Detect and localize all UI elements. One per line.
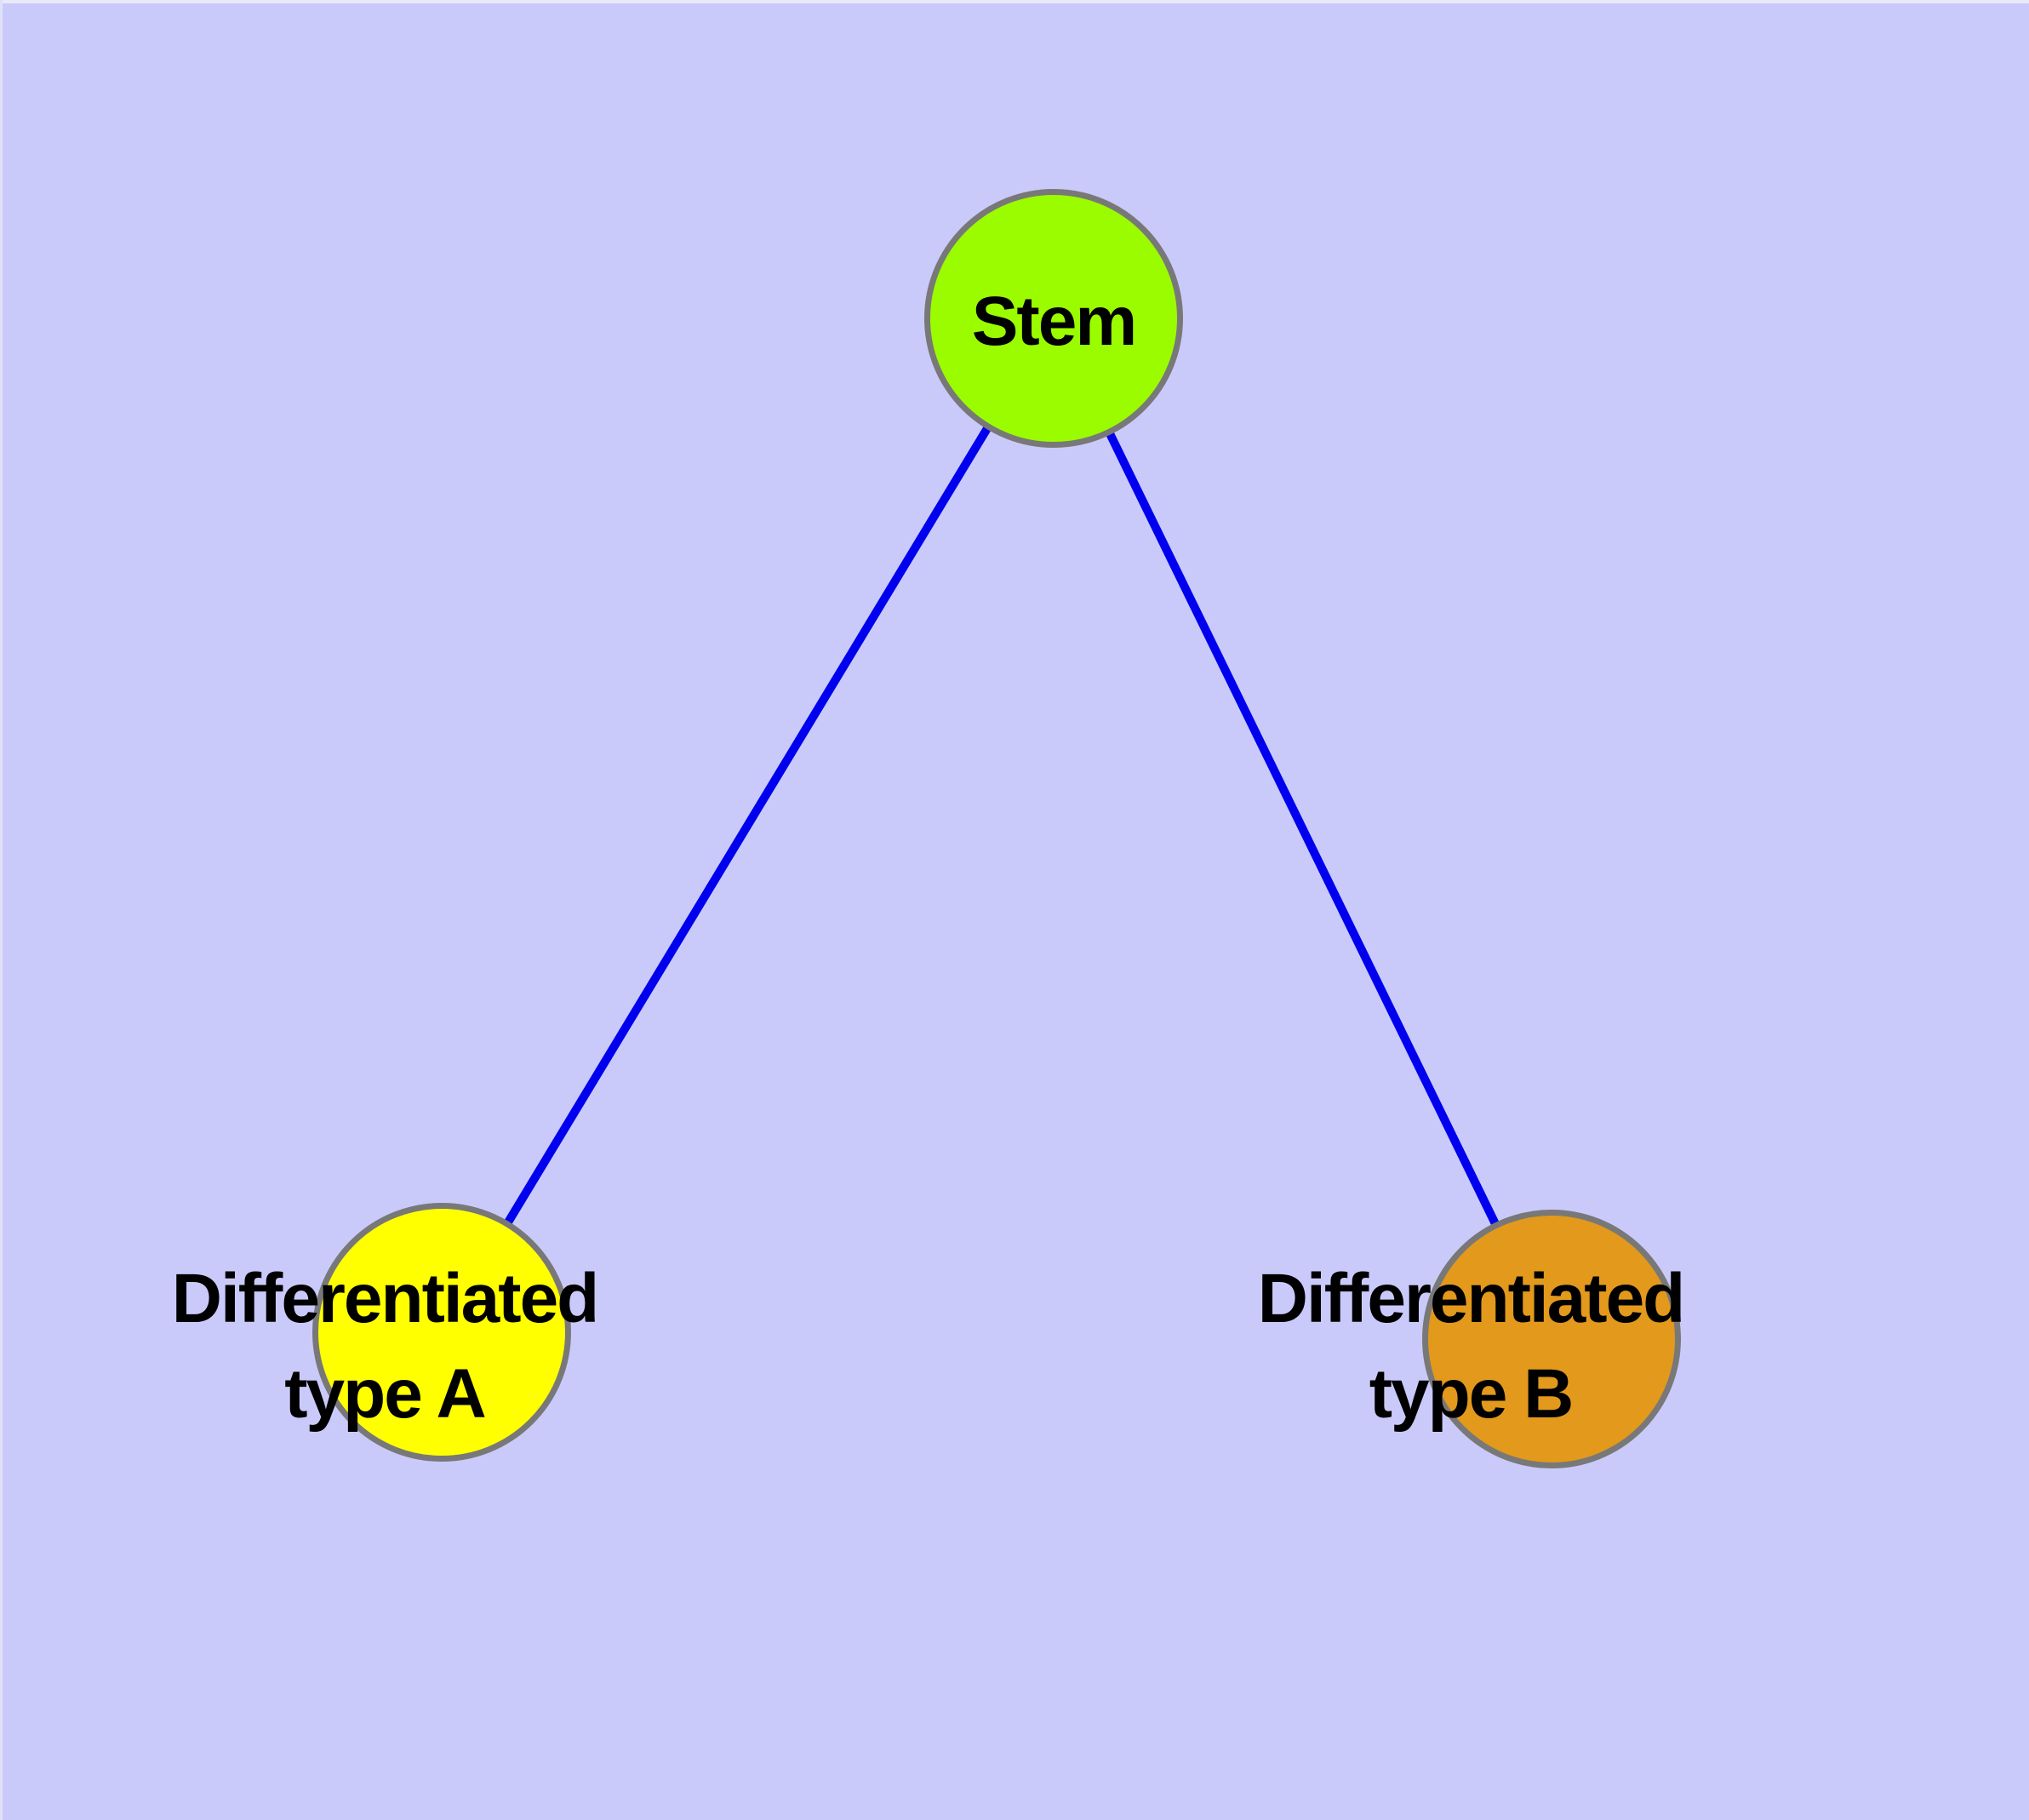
edge-stem-to-type-a: [437, 316, 1058, 1335]
canvas-top-edge-highlight: [0, 0, 2029, 3]
edge-stem-to-type-b: [1049, 316, 1556, 1342]
node-differentiated-type-b-label: Differentiated type B: [1257, 1260, 1686, 1433]
node-differentiated-type-a-label: Differentiated type A: [171, 1260, 600, 1433]
node-differentiated-type-b: [1422, 1210, 1681, 1468]
node-differentiated-type-a: [312, 1203, 571, 1462]
node-stem: [924, 189, 1183, 448]
node-stem-label: Stem: [971, 283, 1138, 360]
canvas-left-edge-highlight: [0, 0, 3, 1820]
